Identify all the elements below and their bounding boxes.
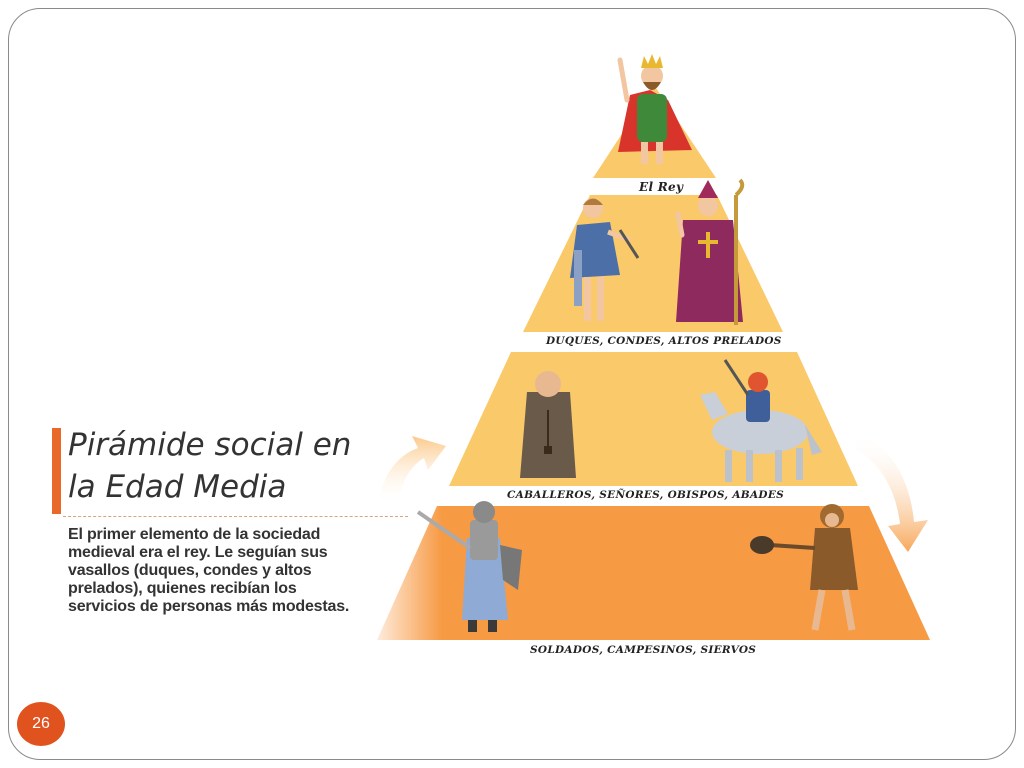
monk-figure: [520, 371, 576, 478]
tier-label-base: SOLDADOS, CAMPESINOS, SIERVOS: [530, 644, 757, 656]
title-accent-bar: [52, 428, 61, 514]
tier-nobles: [523, 195, 783, 332]
slide-title: Pirámide social en la Edad Media: [68, 427, 352, 505]
king-figure: [617, 54, 692, 164]
slide-description: El primer elemento de la sociedad mediev…: [68, 526, 350, 615]
up-arrow: [378, 436, 446, 506]
dashed-divider: [63, 516, 408, 517]
soldier-figure: [416, 501, 522, 632]
knight-on-horse-figure: [700, 359, 822, 482]
tier-label-nobles: DUQUES, CONDES, ALTOS PRELADOS: [546, 335, 782, 347]
down-arrow: [856, 432, 928, 552]
bishop-figure: [675, 178, 745, 325]
tier-label-king: El Rey: [639, 180, 684, 194]
peasant-figure: [750, 504, 858, 631]
duke-figure: [570, 198, 640, 321]
page-number-badge: 26: [17, 702, 65, 746]
tier-label-knights: CABALLEROS, SEÑORES, OBISPOS, ABADES: [507, 489, 785, 501]
